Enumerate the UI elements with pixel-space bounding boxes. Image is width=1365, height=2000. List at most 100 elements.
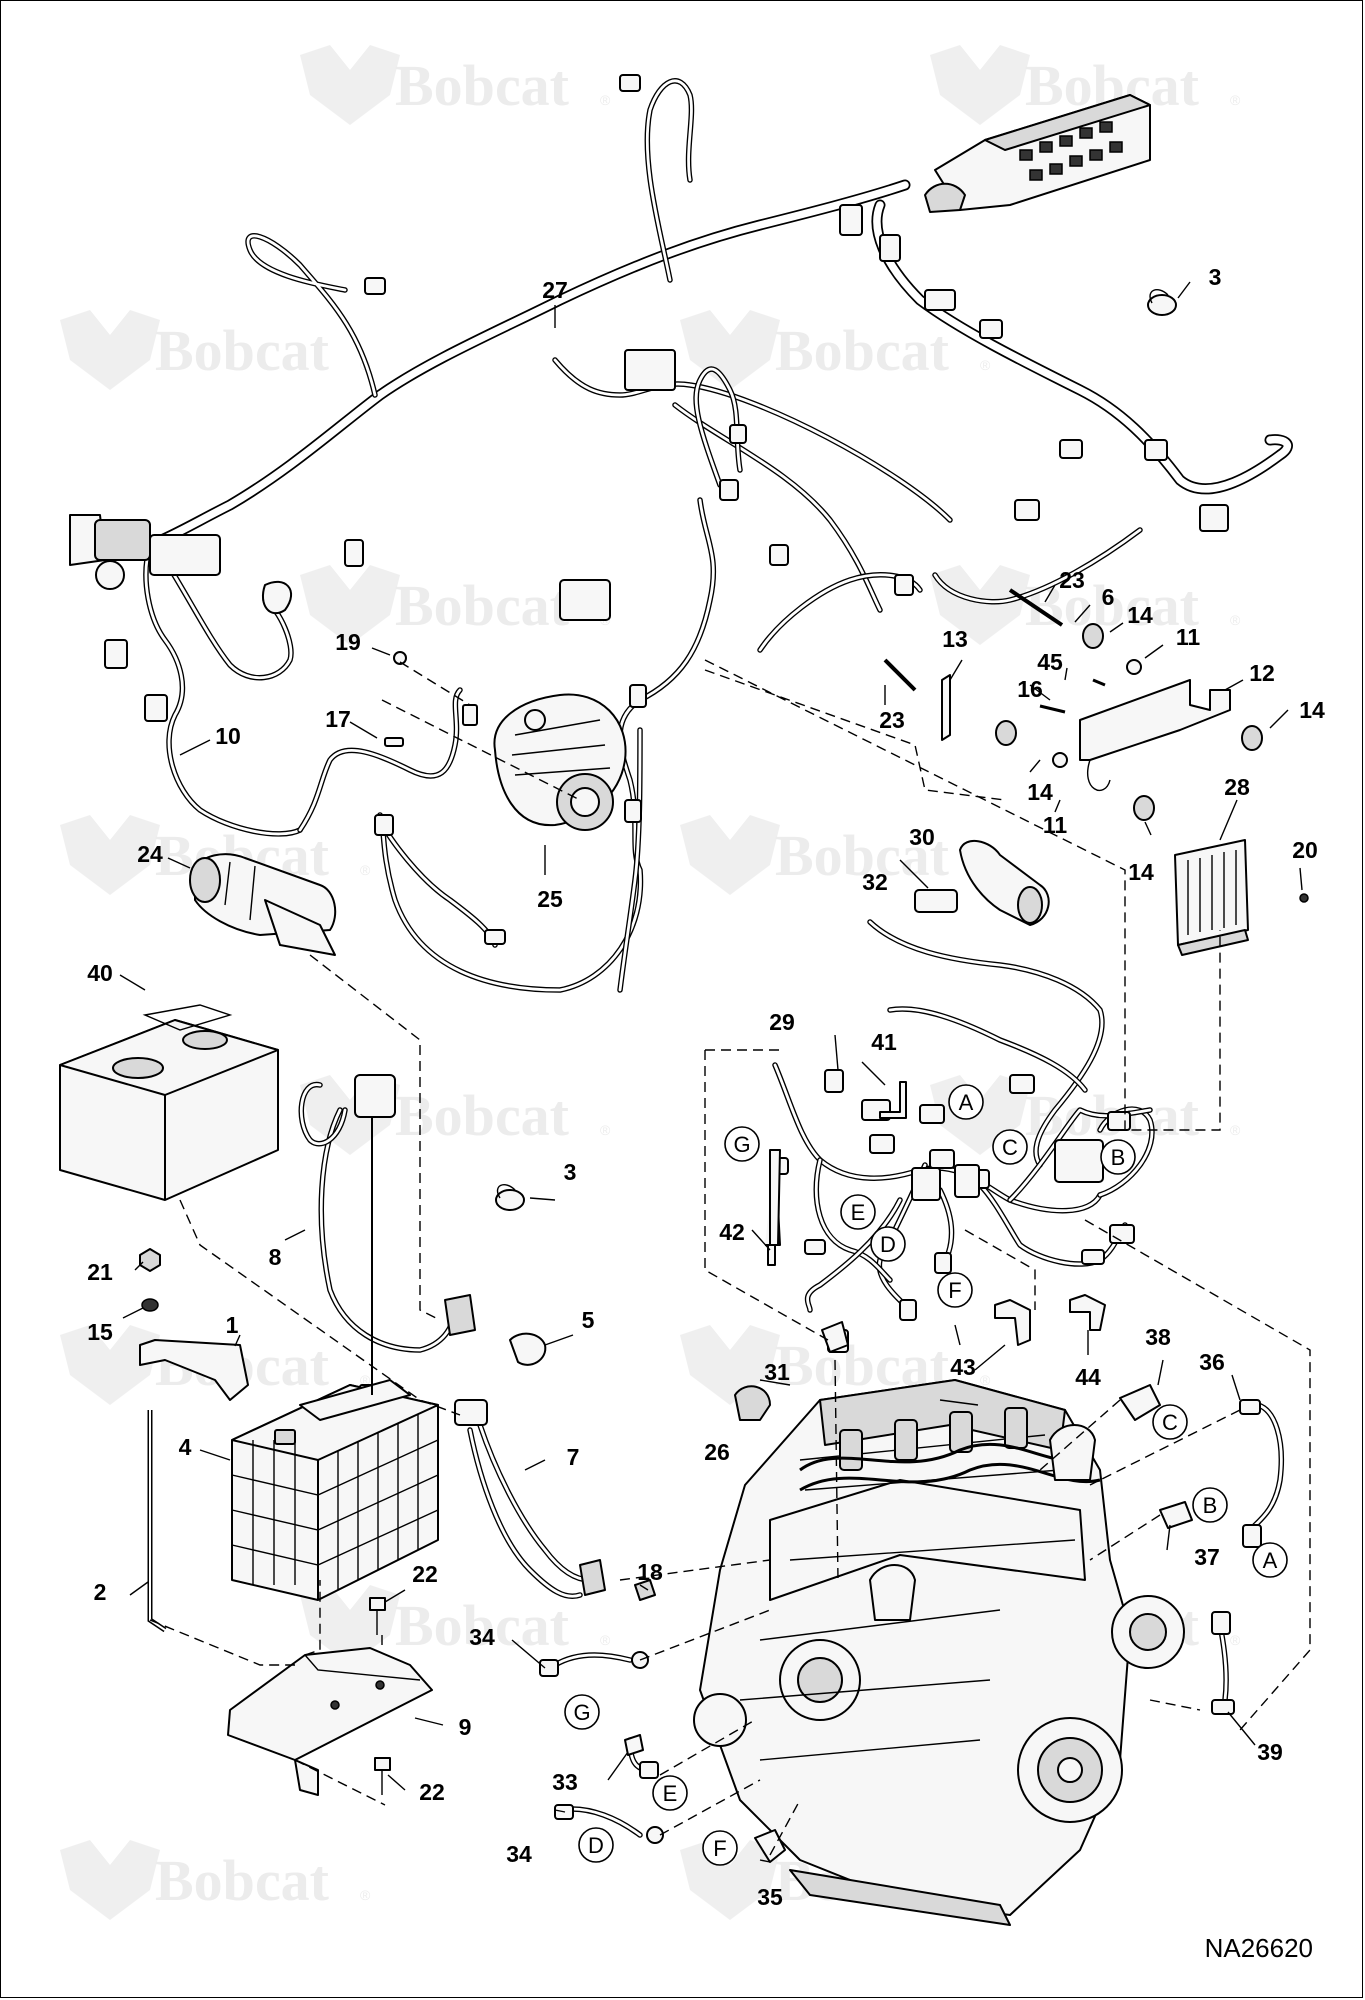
bobcat-watermark: Bobcat® bbox=[930, 565, 1241, 645]
watermark-registered: ® bbox=[360, 1887, 371, 1903]
ref-circle-rB1: B bbox=[1100, 1139, 1136, 1175]
callout-c31: 31 bbox=[764, 1359, 790, 1385]
ref-label: C bbox=[1162, 1410, 1178, 1435]
callout-c44: 44 bbox=[1075, 1364, 1101, 1390]
callout-c23a: 23 bbox=[1059, 567, 1085, 593]
watermark-registered: ® bbox=[980, 1372, 991, 1388]
callout-c19: 19 bbox=[335, 629, 361, 655]
callout-c27: 27 bbox=[542, 277, 568, 303]
callout-c34b: 34 bbox=[506, 1841, 532, 1867]
callout-c25: 25 bbox=[537, 886, 563, 912]
watermark-registered: ® bbox=[600, 92, 611, 108]
callout-c2: 2 bbox=[94, 1579, 107, 1605]
callout-c41: 41 bbox=[871, 1029, 897, 1055]
watermark-brand: Bobcat bbox=[395, 573, 570, 638]
alternator bbox=[493, 693, 627, 831]
ref-label: A bbox=[1263, 1548, 1278, 1573]
callout-c30: 30 bbox=[909, 824, 935, 850]
ref-label: D bbox=[588, 1833, 604, 1858]
callout-c35: 35 bbox=[757, 1884, 783, 1910]
callout-c40: 40 bbox=[87, 960, 113, 986]
callout-c13: 13 bbox=[942, 626, 968, 652]
bobcat-logo-icon bbox=[680, 1325, 780, 1405]
callout-c34a: 34 bbox=[469, 1624, 495, 1650]
watermark-registered: ® bbox=[980, 357, 991, 373]
callout-c16: 16 bbox=[1017, 676, 1043, 702]
bobcat-logo-icon bbox=[300, 565, 400, 645]
engine-block bbox=[693, 1379, 1185, 1926]
ref-label: B bbox=[1111, 1145, 1126, 1170]
callout-c14d: 14 bbox=[1128, 859, 1154, 885]
ref-circle-rG1: G bbox=[724, 1126, 760, 1162]
callout-c21: 21 bbox=[87, 1259, 113, 1285]
watermark-brand: Bobcat bbox=[395, 1593, 570, 1658]
bobcat-logo-icon bbox=[930, 45, 1030, 125]
callout-c23b: 23 bbox=[879, 707, 905, 733]
callout-c8: 8 bbox=[269, 1244, 282, 1270]
battery-tray bbox=[227, 1647, 433, 1796]
callout-c22a: 22 bbox=[412, 1561, 438, 1587]
bobcat-logo-icon bbox=[60, 815, 160, 895]
ref-label: F bbox=[713, 1836, 726, 1861]
ref-circle-rG2: G bbox=[564, 1694, 600, 1730]
bobcat-logo-icon bbox=[60, 1840, 160, 1920]
callout-c14c: 14 bbox=[1027, 779, 1053, 805]
callout-c15: 15 bbox=[87, 1319, 113, 1345]
watermark-registered: ® bbox=[1230, 92, 1241, 108]
watermark-brand: Bobcat bbox=[155, 1848, 330, 1913]
ref-label: G bbox=[573, 1700, 590, 1725]
ref-circle-rC2: C bbox=[1152, 1404, 1188, 1440]
bobcat-logo-icon bbox=[930, 565, 1030, 645]
ref-label: C bbox=[1002, 1135, 1018, 1160]
watermark-brand: Bobcat bbox=[395, 53, 570, 118]
watermark-registered: ® bbox=[360, 862, 371, 878]
bobcat-watermark: Bobcat® bbox=[60, 310, 371, 390]
callout-c39: 39 bbox=[1257, 1739, 1283, 1765]
bobcat-watermark: Bobcat ® bbox=[60, 1840, 371, 1920]
ref-label: B bbox=[1203, 1493, 1218, 1518]
engine-control-unit bbox=[1174, 839, 1249, 956]
callout-c5: 5 bbox=[582, 1307, 595, 1333]
ref-circle-rF1: F bbox=[937, 1272, 973, 1308]
watermark-registered: ® bbox=[1230, 1632, 1241, 1648]
watermark-registered: ® bbox=[600, 1122, 611, 1138]
ref-circle-rD1: D bbox=[870, 1226, 906, 1262]
watermark-registered: ® bbox=[600, 1632, 611, 1648]
watermark-registered: ® bbox=[1230, 612, 1241, 628]
bobcat-watermark: Bobcat® bbox=[680, 815, 991, 895]
ref-label: A bbox=[959, 1090, 974, 1115]
callout-c28: 28 bbox=[1224, 774, 1250, 800]
battery-grid bbox=[231, 1415, 439, 1590]
bobcat-logo-icon bbox=[680, 310, 780, 390]
callout-c11a: 11 bbox=[1176, 624, 1201, 650]
ref-circle-rA1: A bbox=[948, 1084, 984, 1120]
callout-c37: 37 bbox=[1194, 1544, 1220, 1570]
callout-c12: 12 bbox=[1249, 660, 1275, 686]
watermark-brand: Bobcat bbox=[155, 318, 330, 383]
callout-c45: 45 bbox=[1037, 649, 1063, 675]
callout-c18: 18 bbox=[637, 1559, 663, 1585]
callout-c4: 4 bbox=[179, 1434, 192, 1460]
ref-label: F bbox=[948, 1278, 961, 1303]
callout-c26: 26 bbox=[704, 1439, 730, 1465]
callout-labels: 1233456789101111121314141414151617181920… bbox=[87, 264, 1325, 1910]
leader-lines bbox=[119, 281, 1303, 1863]
callout-c14a: 14 bbox=[1127, 602, 1153, 628]
callout-c11b: 11 bbox=[1043, 812, 1068, 838]
ref-circle-rC1: C bbox=[992, 1129, 1028, 1165]
bobcat-watermark: Bobcat ® bbox=[300, 1585, 611, 1665]
watermark-registered: ® bbox=[1230, 1122, 1241, 1138]
ref-label: D bbox=[880, 1232, 896, 1257]
ref-circle-rA2: A bbox=[1252, 1542, 1288, 1578]
battery bbox=[231, 1379, 439, 1601]
watermark-brand: Bobcat bbox=[395, 1083, 570, 1148]
figure-id: NA26620 bbox=[1204, 1933, 1313, 1963]
watermark-brand: Bobcat bbox=[775, 823, 950, 888]
bobcat-logo-icon bbox=[60, 1325, 160, 1405]
watermark-brand: Bobcat bbox=[775, 318, 950, 383]
callout-c14b: 14 bbox=[1299, 697, 1325, 723]
callout-c3b: 3 bbox=[564, 1159, 577, 1185]
